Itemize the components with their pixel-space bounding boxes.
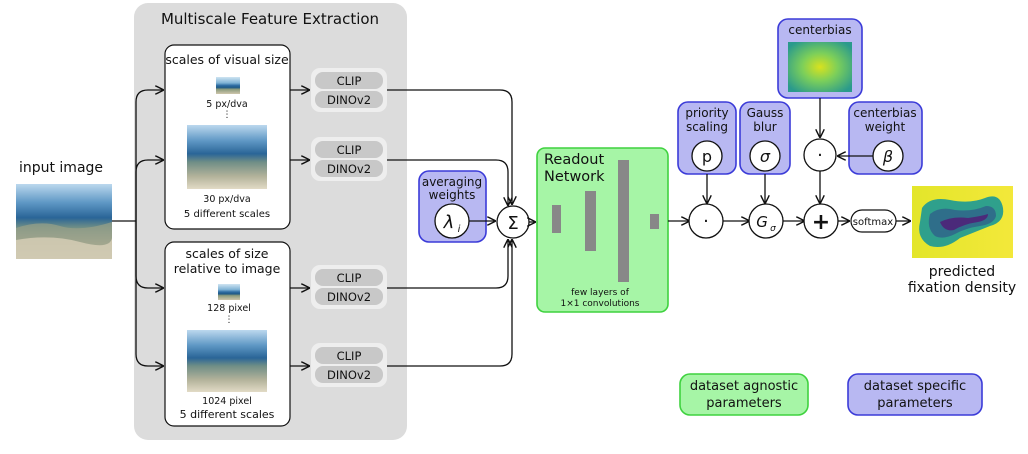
model-clip: CLIP xyxy=(337,271,362,285)
relative-title-1: scales of size xyxy=(186,246,269,261)
readout-network-box xyxy=(536,147,669,313)
feature-arrows xyxy=(290,90,309,366)
centerbias-weight-line2: weight xyxy=(865,120,906,134)
output-label-2: fixation density xyxy=(908,280,1016,296)
priority-node xyxy=(691,140,723,172)
visual-scales-note: 5 different scales xyxy=(184,209,270,220)
relative-small-thumbnail xyxy=(218,284,240,300)
plus-node xyxy=(803,203,839,239)
model-clip: CLIP xyxy=(337,74,362,88)
readout-layer-3 xyxy=(618,160,629,282)
relative-large-label: 1024 pixel xyxy=(202,396,252,407)
readout-title-2: Network xyxy=(544,169,605,185)
readout-note-2: 1×1 convolutions xyxy=(561,299,640,309)
readout-note-1: few layers of xyxy=(571,288,630,298)
legend-specific-line2: parameters xyxy=(877,396,953,411)
relative-large-thumbnail xyxy=(187,330,267,392)
model-dinov2: DINOv2 xyxy=(327,290,371,304)
readout-layer-2 xyxy=(585,191,596,251)
gauss-g-subscript: σ xyxy=(770,224,776,234)
model-dinov2: DINOv2 xyxy=(327,162,371,176)
multiply-node-1 xyxy=(688,203,724,239)
relative-small-label: 128 pixel xyxy=(207,303,251,314)
centerbias-map xyxy=(788,42,852,92)
model-group-2: CLIP DINOv2 xyxy=(311,137,387,181)
beta-symbol: β xyxy=(882,147,893,166)
model-to-sum-lines xyxy=(387,89,512,367)
visual-ellipsis: ⋮ xyxy=(223,110,232,120)
input-image-label: input image xyxy=(19,160,103,176)
centerbias-weight-line1: centerbias xyxy=(853,106,916,120)
centerbias-title: centerbias xyxy=(788,23,851,37)
gauss-line1: Gauss xyxy=(747,106,784,120)
visual-large-thumbnail xyxy=(187,125,267,189)
priority-line2: scaling xyxy=(686,120,728,134)
relative-title-2: relative to image xyxy=(174,261,281,276)
softmax-label: softmax xyxy=(853,217,893,228)
model-clip: CLIP xyxy=(337,349,362,363)
lambda-subscript: i xyxy=(458,224,461,235)
legend-specific-line1: dataset specific xyxy=(864,379,966,394)
sigma-symbol: σ xyxy=(760,147,771,166)
relative-scales-note: 5 different scales xyxy=(180,408,275,421)
fixation-density-map xyxy=(912,186,1013,258)
averaging-line2: weights xyxy=(429,188,476,202)
lambda-symbol: λ xyxy=(443,212,455,233)
softmax-node xyxy=(850,209,897,233)
legend-agnostic-line1: dataset agnostic xyxy=(690,379,798,394)
legend-agnostic: dataset agnostic parameters xyxy=(679,373,809,416)
model-group-3: CLIP DINOv2 xyxy=(311,265,387,309)
priority-line1: priority xyxy=(685,106,728,120)
output-label-1: predicted xyxy=(929,264,995,280)
model-group-1: CLIP DINOv2 xyxy=(311,68,387,112)
legend-agnostic-line2: parameters xyxy=(706,396,782,411)
relative-ellipsis: ⋮ xyxy=(225,315,234,325)
averaging-line1: averaging xyxy=(422,175,482,189)
gauss-line2: blur xyxy=(753,120,777,134)
readout-layer-4 xyxy=(650,214,659,229)
sum-symbol: Σ xyxy=(507,213,518,234)
gauss-g-symbol: G xyxy=(756,213,768,231)
extraction-title: Multiscale Feature Extraction xyxy=(161,10,379,28)
visual-large-label: 30 px/dva xyxy=(203,194,250,205)
model-group-4: CLIP DINOv2 xyxy=(311,343,387,387)
multiply-symbol-1: · xyxy=(703,211,709,232)
readout-title-1: Readout xyxy=(544,152,604,168)
model-dinov2: DINOv2 xyxy=(327,93,371,107)
input-image xyxy=(16,184,112,259)
priority-symbol: p xyxy=(702,147,712,166)
model-clip: CLIP xyxy=(337,143,362,157)
sigma-node xyxy=(749,140,781,172)
input-connectors xyxy=(112,90,163,366)
model-dinov2: DINOv2 xyxy=(327,368,371,382)
legend-specific: dataset specific parameters xyxy=(847,373,983,416)
readout-layer-1 xyxy=(552,205,561,233)
visual-small-thumbnail xyxy=(216,77,240,94)
plus-symbol: + xyxy=(812,210,830,235)
visual-small-label: 5 px/dva xyxy=(206,99,247,110)
gauss-node xyxy=(748,203,784,239)
visual-size-title: scales of visual size xyxy=(165,52,289,67)
multiply-symbol-2: · xyxy=(817,145,823,166)
